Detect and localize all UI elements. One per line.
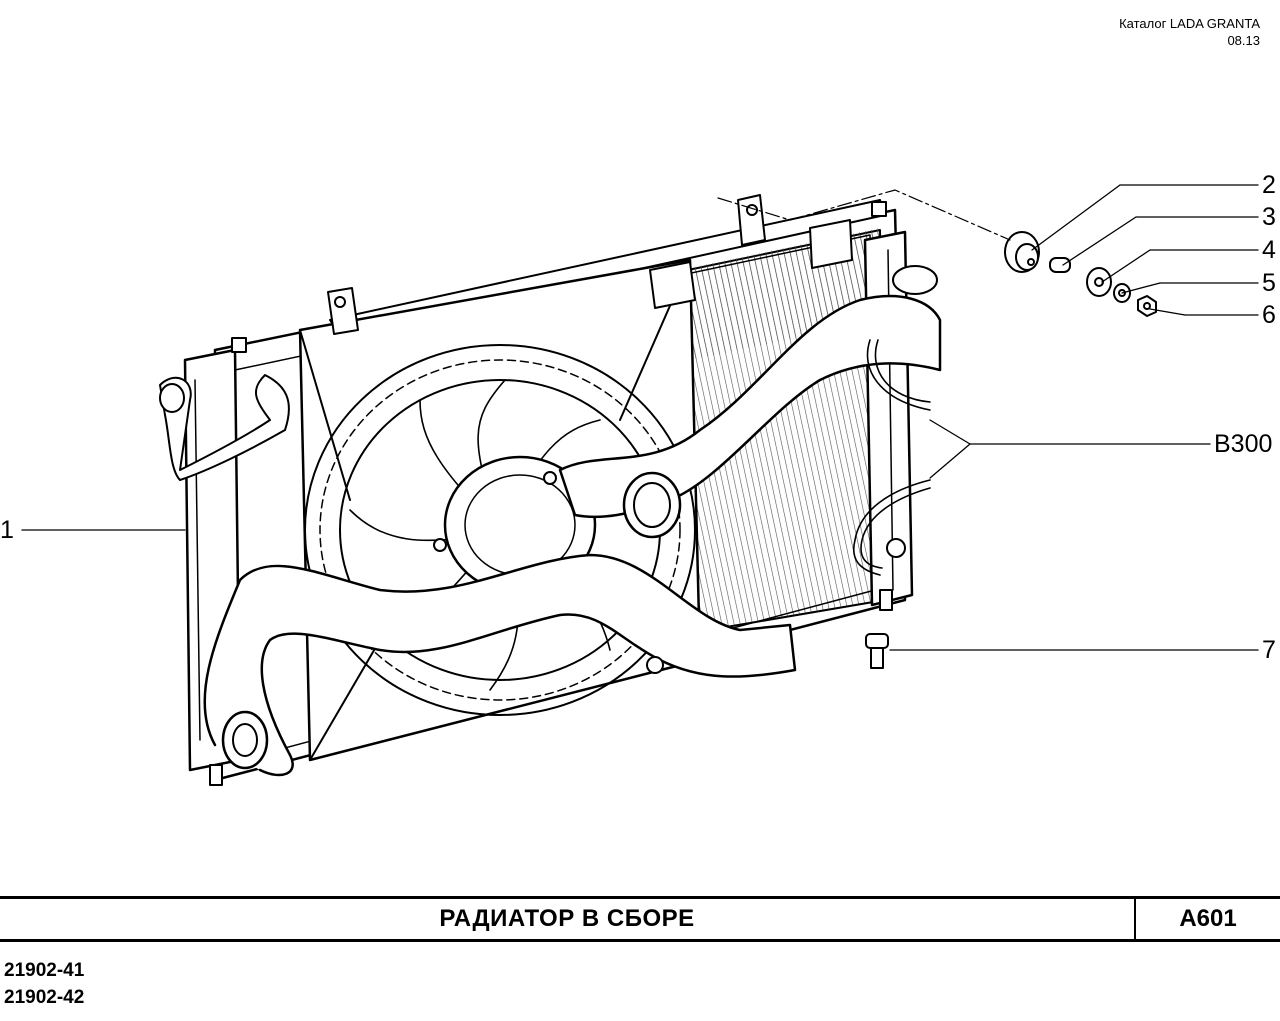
callout-2: 2 xyxy=(1262,171,1276,199)
rubber-cushion xyxy=(1004,231,1040,273)
radiator-assembly-drawing xyxy=(21,184,1259,786)
callout-3: 3 xyxy=(1262,203,1276,231)
small-hose-left xyxy=(159,374,290,481)
nut xyxy=(1137,295,1157,317)
page-title: РАДИАТОР В СБОРЕ xyxy=(439,905,695,932)
mount-brackets xyxy=(209,194,906,786)
washer xyxy=(1086,267,1112,297)
leader-lines xyxy=(21,184,1259,651)
wiring-harness xyxy=(853,339,931,576)
title-bar: РАДИАТОР В СБОРЕ A601 xyxy=(0,896,1280,942)
drain-plug xyxy=(865,633,889,669)
catalog-header: Каталог LADA GRANTA xyxy=(1119,16,1260,31)
callout-b300: B300 xyxy=(1214,430,1273,458)
title-divider xyxy=(1134,899,1136,939)
exploded-parts xyxy=(865,231,1157,669)
model-number: 21902-42 xyxy=(4,987,85,1008)
callout-1: 1 xyxy=(0,516,14,544)
model-number: 21902-41 xyxy=(4,960,85,981)
callout-6: 6 xyxy=(1262,301,1276,329)
upper-hose xyxy=(558,265,942,539)
lower-hose xyxy=(203,553,797,777)
callout-5: 5 xyxy=(1262,269,1276,297)
callout-4: 4 xyxy=(1262,236,1276,264)
section-code: A601 xyxy=(1179,905,1237,932)
callout-7: 7 xyxy=(1262,636,1276,664)
mounting-axis-line xyxy=(717,189,1011,241)
catalog-date: 08.13 xyxy=(1227,33,1260,48)
sleeve xyxy=(1049,257,1071,273)
